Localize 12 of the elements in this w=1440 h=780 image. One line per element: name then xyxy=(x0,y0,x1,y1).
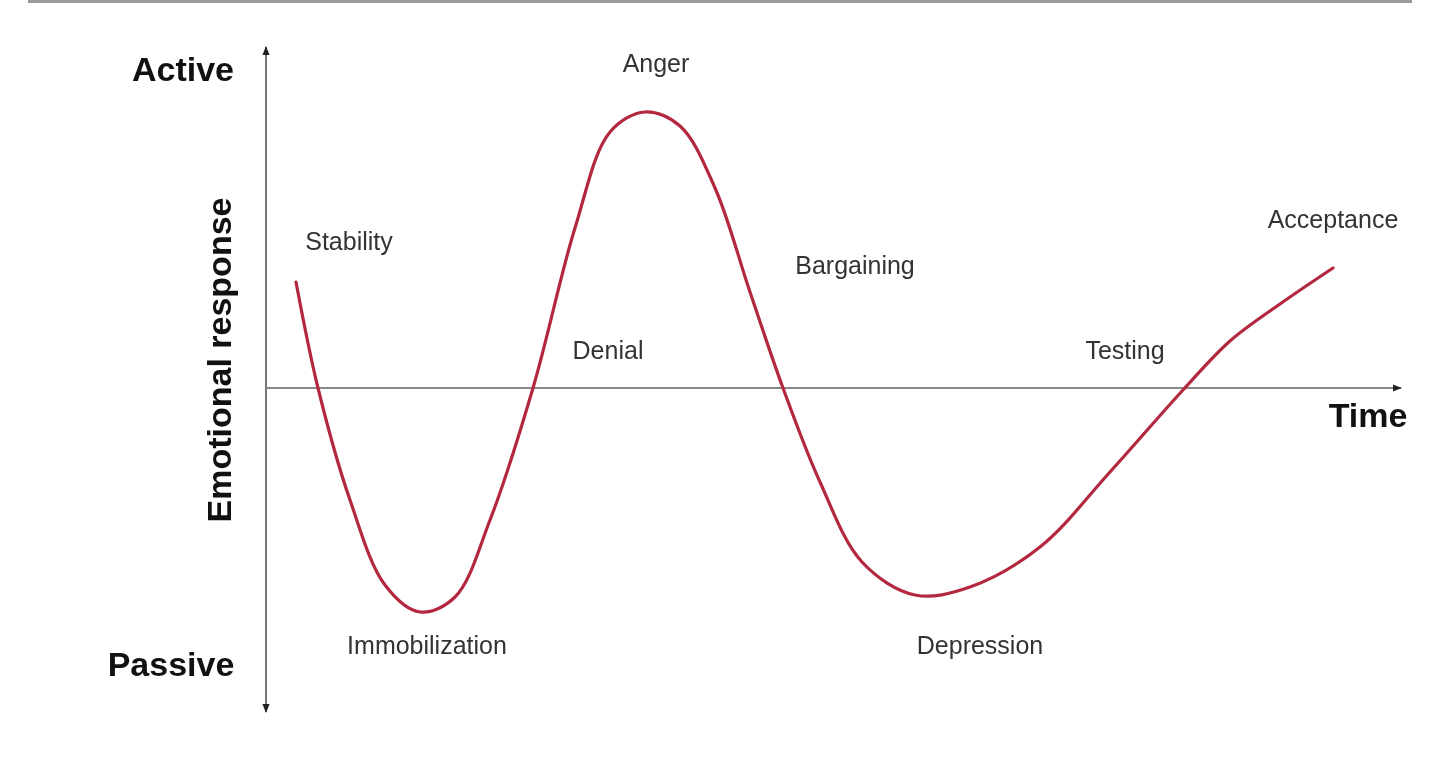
axis-label: Time xyxy=(1328,396,1408,436)
stage-label: Anger xyxy=(622,48,690,78)
axis-label: Passive xyxy=(107,645,235,685)
stage-label: Immobilization xyxy=(347,630,507,660)
stage-label: Bargaining xyxy=(795,250,915,280)
stage-label: Testing xyxy=(1085,335,1165,365)
stage-label: Denial xyxy=(572,335,644,365)
stage-label: Acceptance xyxy=(1267,204,1399,234)
stage-label: Depression xyxy=(916,630,1044,660)
axis-label: Active xyxy=(131,50,235,90)
axis-label: Emotional response xyxy=(200,197,240,523)
stage-label: Stability xyxy=(305,226,393,256)
